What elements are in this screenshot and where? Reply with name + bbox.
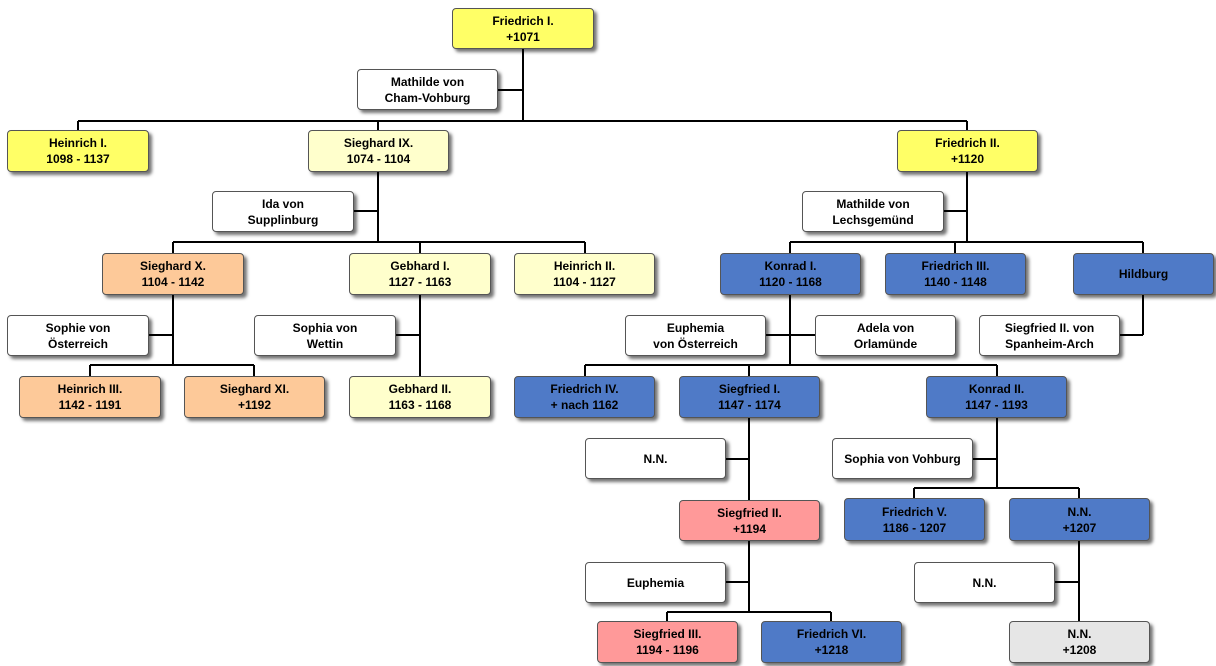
- person-name: Mathilde von: [390, 74, 465, 89]
- person-dates: 1142 - 1191: [58, 398, 122, 412]
- spouse-ida: Ida von Supplinburg: [212, 191, 354, 232]
- person-friedrich-vi: Friedrich VI. +1218: [761, 621, 902, 663]
- spouse-sophie: Sophie von Österreich: [7, 315, 149, 356]
- person-nn-1208: N.N. +1208: [1009, 621, 1150, 663]
- person-name: Sieghard X.: [139, 259, 207, 273]
- person-friedrich-i: Friedrich I. +1071: [452, 8, 594, 49]
- person-dates: +1120: [950, 152, 985, 166]
- person-name: Gebhard I.: [390, 259, 450, 273]
- spouse-euphemia: Euphemia: [585, 562, 726, 603]
- person-name: Friedrich III.: [921, 259, 990, 273]
- person-dates: 1147 - 1193: [965, 398, 1028, 412]
- person-name: Siegfried II. von: [1004, 320, 1095, 335]
- person-dates: Wettin: [306, 336, 344, 351]
- spouse-sophia-vohburg: Sophia von Vohburg: [832, 438, 973, 479]
- spouse-nn-3: N.N.: [914, 562, 1055, 603]
- person-dates: 1163 - 1168: [388, 398, 452, 412]
- person-name: Gebhard II.: [388, 382, 452, 396]
- person-dates: 1074 - 1104: [346, 152, 411, 166]
- person-name: Heinrich I.: [48, 136, 107, 150]
- person-name: Sieghard XI.: [219, 382, 290, 396]
- person-konrad-ii: Konrad II. 1147 - 1193: [926, 376, 1067, 418]
- person-name: Friedrich VI.: [796, 627, 867, 641]
- person-name: Sophia von: [292, 320, 358, 335]
- person-dates: Orlamünde: [853, 336, 918, 351]
- person-siegfried-iii: Siegfried III. 1194 - 1196: [597, 621, 738, 663]
- person-dates: +1218: [814, 643, 849, 657]
- person-name: Friedrich II.: [935, 136, 1000, 150]
- person-dates: 1147 - 1174: [718, 398, 781, 412]
- person-hildburg: Hildburg: [1073, 253, 1214, 295]
- person-friedrich-ii: Friedrich II. +1120: [897, 130, 1038, 172]
- spouse-mathilde-lech: Mathilde von Lechsgemünd: [802, 191, 944, 232]
- person-dates: Österreich: [47, 336, 109, 351]
- person-name: Mathilde von: [836, 196, 910, 211]
- person-name: Friedrich IV.: [550, 382, 619, 396]
- person-dates: +1192: [237, 398, 272, 412]
- person-name: Heinrich II.: [553, 259, 616, 273]
- person-siegfried-i: Siegfried I. 1147 - 1174: [679, 376, 820, 418]
- person-name: N.N.: [1067, 504, 1092, 519]
- person-dates: Spanheim-Arch: [1005, 336, 1094, 351]
- person-name: N.N.: [972, 575, 997, 590]
- person-dates: +1208: [1062, 643, 1097, 657]
- person-dates: 1127 - 1163: [388, 275, 452, 289]
- spouse-euphemia-oesterreich: Euphemia von Österreich: [625, 315, 766, 356]
- person-friedrich-iii: Friedrich III. 1140 - 1148: [885, 253, 1026, 295]
- person-name: Sophia von Vohburg: [844, 451, 961, 466]
- person-name: Friedrich I.: [492, 13, 554, 28]
- person-dates: +1194: [732, 521, 767, 536]
- person-friedrich-iv: Friedrich IV. + nach 1162: [514, 376, 655, 418]
- spouse-adela: Adela von Orlamünde: [815, 315, 956, 356]
- person-gebhard-i: Gebhard I. 1127 - 1163: [349, 253, 491, 295]
- spouse-siegfried-ii-spanheim: Siegfried II. von Spanheim-Arch: [979, 315, 1120, 356]
- person-name: Euphemia: [666, 320, 725, 335]
- person-name: Euphemia: [626, 575, 685, 590]
- person-dates: 1120 - 1168: [759, 275, 822, 289]
- person-heinrich-ii: Heinrich II. 1104 - 1127: [514, 253, 655, 295]
- person-name: Sieghard IX.: [343, 136, 414, 150]
- person-name: Sophie von: [45, 320, 111, 335]
- person-name: Konrad I.: [764, 259, 817, 273]
- person-dates: Lechsgemünd: [832, 212, 914, 227]
- person-dates: +1071: [506, 29, 540, 44]
- person-name: Siegfried II.: [717, 505, 782, 520]
- person-name: Hildburg: [1118, 267, 1169, 281]
- person-sieghard-ix: Sieghard IX. 1074 - 1104: [308, 130, 449, 172]
- person-name: Heinrich III.: [57, 382, 123, 396]
- spouse-nn-1: N.N.: [585, 438, 726, 479]
- person-name: Friedrich V.: [882, 504, 947, 519]
- person-name: Siegfried III.: [633, 627, 702, 641]
- person-name: Adela von: [856, 320, 915, 335]
- spouse-mathilde-cham: Mathilde von Cham-Vohburg: [357, 69, 498, 110]
- person-nn-1207: N.N. +1207: [1009, 498, 1150, 541]
- person-heinrich-iii: Heinrich III. 1142 - 1191: [19, 376, 161, 418]
- person-dates: Cham-Vohburg: [384, 90, 471, 105]
- person-dates: +1207: [1062, 520, 1097, 535]
- spouse-sophia-wettin: Sophia von Wettin: [254, 315, 396, 356]
- person-dates: 1194 - 1196: [636, 643, 699, 657]
- person-dates: 1104 - 1127: [553, 275, 616, 289]
- person-dates: 1098 - 1137: [46, 152, 110, 166]
- person-sieghard-x: Sieghard X. 1104 - 1142: [102, 253, 244, 295]
- person-dates: von Österreich: [653, 336, 738, 351]
- person-konrad-i: Konrad I. 1120 - 1168: [720, 253, 861, 295]
- person-siegfried-ii: Siegfried II. +1194: [679, 500, 820, 541]
- person-sieghard-xi: Sieghard XI. +1192: [184, 376, 325, 418]
- person-heinrich-i: Heinrich I. 1098 - 1137: [7, 130, 149, 172]
- person-dates: 1186 - 1207: [882, 520, 947, 535]
- person-dates: 1104 - 1142: [141, 275, 205, 289]
- person-name: N.N.: [1067, 627, 1092, 641]
- person-dates: + nach 1162: [550, 398, 619, 412]
- person-name: Ida von: [261, 196, 304, 211]
- person-friedrich-v: Friedrich V. 1186 - 1207: [844, 498, 985, 541]
- person-name: Siegfried I.: [718, 382, 781, 396]
- person-name: N.N.: [643, 451, 668, 466]
- person-gebhard-ii: Gebhard II. 1163 - 1168: [349, 376, 491, 418]
- person-dates: Supplinburg: [247, 212, 319, 227]
- person-name: Konrad II.: [968, 382, 1025, 396]
- person-dates: 1140 - 1148: [924, 275, 987, 289]
